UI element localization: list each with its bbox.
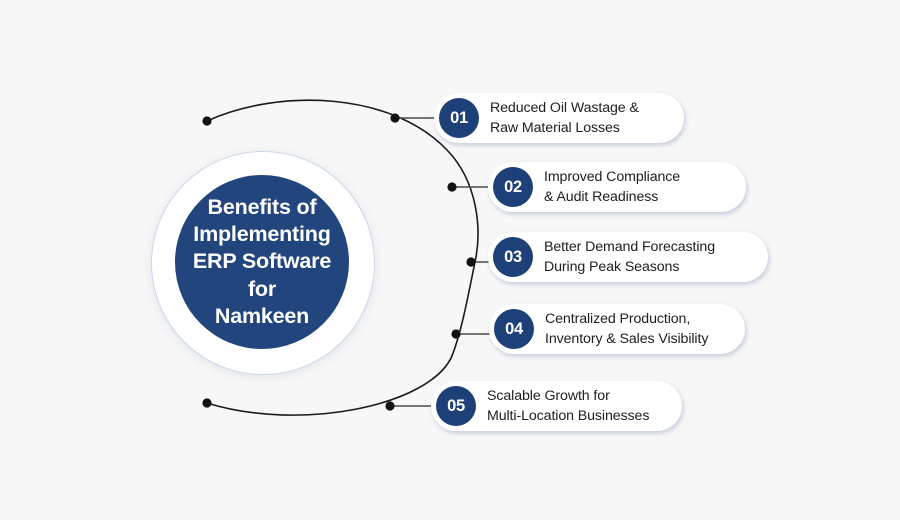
connector-dot-1 (390, 113, 400, 123)
benefit-number-badge: 03 (493, 237, 533, 277)
connector-endpoint-bottom (202, 398, 212, 408)
benefit-label: Centralized Production, Inventory & Sale… (545, 310, 709, 347)
connector-endpoint-top (202, 116, 212, 126)
connector-dot-2 (447, 182, 457, 192)
center-title: Benefits of Implementing ERP Software fo… (192, 195, 332, 328)
benefit-label: Better Demand Forecasting During Peak Se… (544, 238, 715, 275)
benefit-item-4[interactable]: 04 Centralized Production, Inventory & S… (489, 304, 745, 354)
benefit-item-1[interactable]: 01 Reduced Oil Wastage & Raw Material Lo… (434, 93, 684, 143)
benefit-label: Reduced Oil Wastage & Raw Material Losse… (490, 99, 639, 136)
benefit-label: Improved Compliance & Audit Readiness (544, 168, 681, 205)
connector-dot-4 (451, 329, 461, 339)
center-circle: Benefits of Implementing ERP Software fo… (175, 175, 349, 349)
benefit-number-badge: 01 (439, 98, 479, 138)
benefit-label: Scalable Growth for Multi-Location Busin… (487, 387, 650, 424)
benefit-item-2[interactable]: 02 Improved Compliance & Audit Readiness (488, 162, 746, 212)
benefit-item-5[interactable]: 05 Scalable Growth for Multi-Location Bu… (431, 381, 682, 431)
benefit-number-badge: 04 (494, 309, 534, 349)
benefit-item-3[interactable]: 03 Better Demand Forecasting During Peak… (488, 232, 768, 282)
benefit-number-badge: 02 (493, 167, 533, 207)
connector-dot-3 (466, 257, 476, 267)
connector-dot-5 (385, 401, 395, 411)
benefit-number-badge: 05 (436, 386, 476, 426)
